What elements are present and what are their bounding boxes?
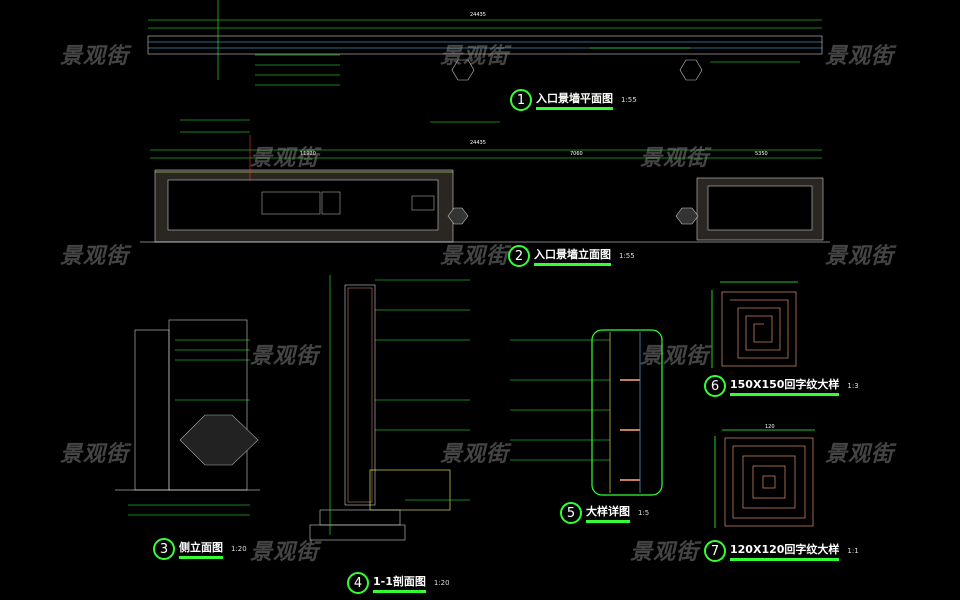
- view-name: 1-1剖面图: [373, 573, 426, 593]
- dim-overall-plan: 24435: [470, 12, 486, 18]
- watermark: 景观街: [640, 344, 710, 369]
- view-title-3: 3 侧立面图 1:20: [153, 538, 247, 560]
- view-scale: 1:20: [433, 579, 450, 587]
- pattern-120-view: [714, 429, 815, 528]
- view-name: 入口景墙立面图: [534, 246, 611, 266]
- view-number: 4: [347, 572, 369, 594]
- watermark: 景观街: [250, 540, 320, 565]
- view-scale: 1:55: [621, 96, 637, 104]
- view-scale: 1:55: [619, 252, 635, 260]
- dim-seg1: 11920: [300, 151, 316, 157]
- section-view: [309, 275, 470, 541]
- view-scale: 1:5: [638, 509, 650, 517]
- view-scale: 1:1: [847, 547, 859, 555]
- dim-detail7: 120: [765, 424, 775, 430]
- pattern-150-view: [711, 281, 798, 368]
- watermark: 景观街: [250, 146, 320, 171]
- view-title-4: 4 1-1剖面图 1:20: [347, 572, 450, 594]
- view-name: 侧立面图: [179, 539, 223, 559]
- view-scale: 1:3: [847, 382, 859, 390]
- watermark: 景观街: [640, 146, 710, 171]
- view-number: 2: [508, 245, 530, 267]
- view-title-7: 7 120X120回字纹大样 1:1: [704, 540, 859, 562]
- view-number: 5: [560, 502, 582, 524]
- watermark: 景观街: [440, 442, 510, 467]
- view-title-5: 5 大样详图 1:5: [560, 502, 649, 524]
- elevation-view: [140, 119, 830, 243]
- watermark: 景观街: [825, 442, 895, 467]
- view-number: 1: [510, 89, 532, 111]
- view-title-2: 2 入口景墙立面图 1:55: [508, 245, 635, 267]
- watermark: 景观街: [250, 344, 320, 369]
- plan-view: [147, 0, 823, 86]
- watermark: 景观街: [630, 540, 700, 565]
- watermark: 景观街: [825, 244, 895, 269]
- view-number: 6: [704, 375, 726, 397]
- view-number: 3: [153, 538, 175, 560]
- watermark: 景观街: [825, 44, 895, 69]
- dim-seg3: 5350: [755, 151, 768, 157]
- watermark: 景观街: [440, 244, 510, 269]
- dim-seg2: 7060: [570, 151, 583, 157]
- watermark: 景观街: [60, 244, 130, 269]
- view-name: 120X120回字纹大样: [730, 541, 840, 561]
- dim-overall-elevation: 24435: [470, 140, 486, 146]
- view-number: 7: [704, 540, 726, 562]
- view-name: 150X150回字纹大样: [730, 376, 840, 396]
- watermark: 景观街: [440, 44, 510, 69]
- watermark: 景观街: [60, 442, 130, 467]
- view-title-6: 6 150X150回字纹大样 1:3: [704, 375, 859, 397]
- view-name: 入口景墙平面图: [536, 90, 613, 110]
- detail-view: [510, 329, 663, 496]
- view-name: 大样详图: [586, 503, 630, 523]
- view-title-1: 1 入口景墙平面图 1:55: [510, 89, 637, 111]
- side-elevation-view: [115, 319, 260, 516]
- view-scale: 1:20: [231, 545, 247, 553]
- watermark: 景观街: [60, 44, 130, 69]
